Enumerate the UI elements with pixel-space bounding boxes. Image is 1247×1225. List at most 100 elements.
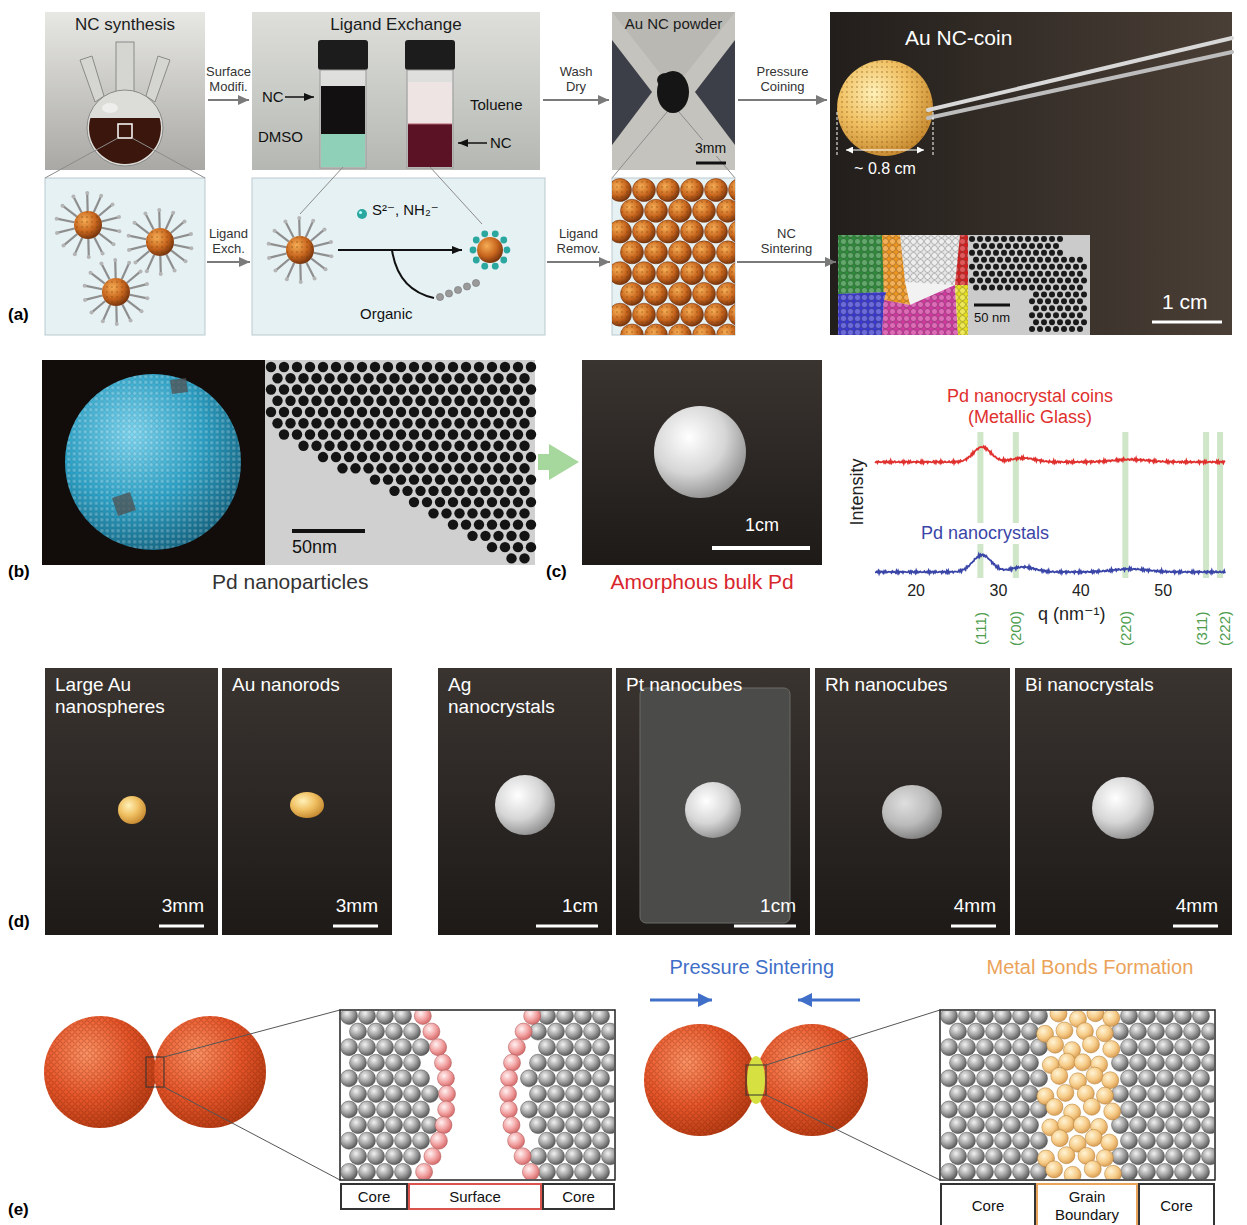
- nanocrystal: [376, 463, 386, 473]
- core-atom: [395, 1039, 412, 1056]
- core-atom: [350, 1054, 367, 1071]
- nanocrystal: [448, 429, 458, 439]
- nanocrystal: [402, 396, 412, 406]
- core-atom: [959, 1163, 976, 1179]
- nanocrystal: [977, 278, 983, 284]
- ligand-chain: [311, 258, 325, 269]
- nanocrystal: [1025, 236, 1031, 242]
- core-atom: [1157, 1101, 1174, 1118]
- nanocrystal: [474, 519, 484, 529]
- photo-background: [252, 12, 540, 170]
- nanocrystal: [513, 429, 523, 439]
- cell-text: Core: [1160, 1197, 1193, 1214]
- core-atom: [584, 1054, 601, 1071]
- core-atom: [566, 1054, 583, 1071]
- nanocrystal: [669, 282, 692, 305]
- core-atom: [557, 1101, 574, 1118]
- core-atom: [1004, 1054, 1021, 1071]
- core-atom: [404, 1148, 421, 1165]
- nanocrystal: [448, 474, 458, 484]
- ligand-head: [61, 244, 65, 248]
- nanocrystal: [55, 191, 122, 259]
- ion-dot: [481, 263, 488, 270]
- axis-title: Intensity: [847, 458, 865, 525]
- nanocrystal: [1037, 271, 1043, 277]
- core-atom: [377, 1070, 394, 1087]
- nanocrystal: [370, 362, 380, 372]
- atom-texture: [756, 1024, 868, 1136]
- boundary-atom: [1087, 1011, 1104, 1022]
- nanocrystal: [402, 418, 412, 428]
- nanocrystal: [376, 441, 386, 451]
- nanocrystal: [693, 241, 716, 264]
- nanocrystal: [1033, 250, 1039, 256]
- core-atom: [1184, 1117, 1201, 1134]
- panel-title: Au NC-coin: [905, 26, 1012, 50]
- core-atom: [1166, 1085, 1183, 1102]
- ligand-chain: [130, 284, 147, 288]
- surface-atom: [503, 1117, 520, 1134]
- nanocrystal: [337, 441, 347, 451]
- photo-panel: NC synthesis: [45, 12, 205, 170]
- ligand-head: [111, 242, 115, 246]
- inset-panel: 50 nm: [968, 235, 1090, 335]
- photo-panel: Ligand ExchangeNCDMSOTolueneNC: [252, 12, 540, 170]
- nanocrystal: [513, 407, 523, 417]
- nanocrystal: [461, 407, 471, 417]
- ligand-head: [139, 309, 143, 313]
- photo-background: [222, 668, 392, 935]
- step-label: Wash Dry: [554, 65, 599, 95]
- nanocrystal: [487, 384, 497, 394]
- flask-neck: [80, 56, 104, 102]
- photo-panel: Ag nanocrystals1cm: [438, 668, 612, 935]
- nanocrystal: [435, 362, 445, 372]
- nanocrystal: [422, 407, 432, 417]
- boundary-atom: [1082, 1036, 1099, 1053]
- core-atom: [530, 1054, 547, 1071]
- nanocrystal: [645, 282, 668, 305]
- ligand-chain: [287, 263, 294, 279]
- core-atom: [1013, 1070, 1030, 1087]
- nanocrystal: [1041, 278, 1047, 284]
- ligand-head: [99, 262, 103, 266]
- nanocrystal: [997, 243, 1003, 249]
- surface-atom: [435, 1117, 452, 1134]
- nanocrystal: [981, 257, 987, 263]
- nanocrystal: [389, 463, 399, 473]
- photo-panel: Au NC-coin~ 0.8 cm1 cm50 nm: [830, 12, 1232, 335]
- nanocrystal: [1049, 236, 1055, 242]
- core-atom: [575, 1163, 592, 1179]
- core-atom: [995, 1132, 1012, 1149]
- nanocrystal: [1041, 305, 1047, 311]
- ligand-head: [273, 269, 277, 273]
- reflection-bar: [1217, 432, 1223, 578]
- ligand-chain: [115, 306, 118, 324]
- core-atom: [968, 1085, 985, 1102]
- organic-ligand: [472, 279, 479, 286]
- nanocrystal: [331, 452, 341, 462]
- core-texture: [633, 179, 656, 202]
- ligand-chain: [57, 219, 75, 223]
- rh-coin: [882, 785, 942, 839]
- core-atom: [350, 1023, 367, 1040]
- nanocrystal: [305, 429, 315, 439]
- photo-background: [45, 12, 205, 170]
- core-atom: [1130, 1085, 1147, 1102]
- core-atom: [386, 1054, 403, 1071]
- dimension-line: [933, 112, 934, 156]
- nanocrystal: [705, 179, 728, 202]
- nanocrystal: [376, 373, 386, 383]
- nanocrystal: [370, 452, 380, 462]
- phase-label: NC: [490, 134, 512, 151]
- ligand-head: [313, 276, 317, 280]
- nanocrystal: [480, 441, 490, 451]
- membrane: [640, 688, 790, 923]
- nanocrystal: [1045, 271, 1051, 277]
- core-atom: [566, 1148, 583, 1165]
- nanocrystal: [1057, 305, 1063, 311]
- core-texture: [657, 262, 680, 285]
- scale-bar: [951, 925, 996, 928]
- nanocrystal: [493, 463, 503, 473]
- nanocrystal: [669, 324, 692, 335]
- nanocrystal: [1053, 271, 1059, 277]
